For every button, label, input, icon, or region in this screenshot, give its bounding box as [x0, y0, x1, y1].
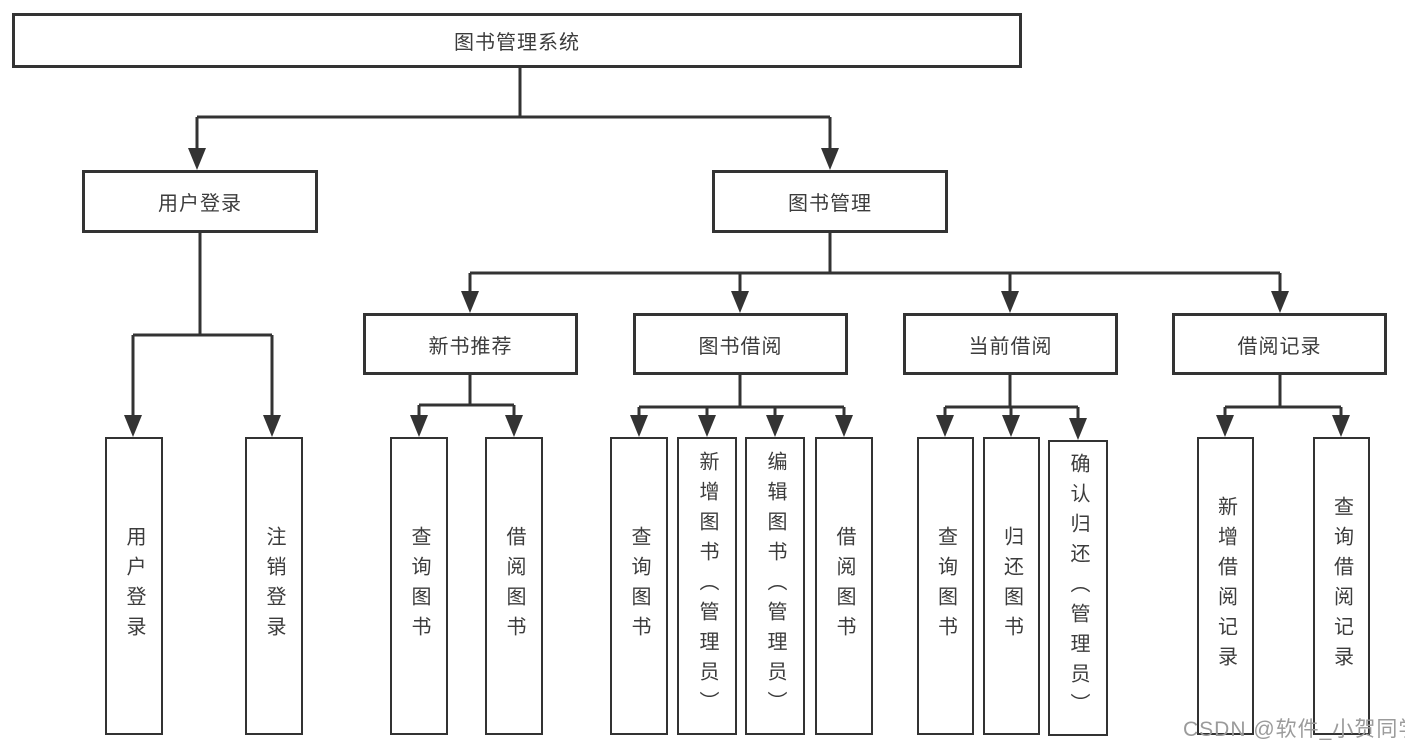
arrowhead-icon — [1271, 291, 1289, 313]
arrowhead-icon — [731, 291, 749, 313]
leaf-node-search-books-current: 查询图书 — [917, 437, 974, 735]
leaf-node-confirm-return-admin: 确认归还（管理员） — [1048, 440, 1108, 736]
arrowhead-icon — [630, 415, 648, 437]
arrowhead-icon — [1001, 291, 1019, 313]
node-user-login: 用户登录 — [82, 170, 318, 233]
leaf-label: 归还图书 — [1000, 526, 1023, 646]
leaf-node-edit-books-admin: 编辑图书（管理员） — [745, 437, 805, 735]
leaf-label: 确认归还（管理员） — [1067, 453, 1089, 723]
arrowhead-icon — [1332, 415, 1350, 437]
leaf-label: 编辑图书（管理员） — [764, 451, 786, 721]
arrowhead-icon — [461, 291, 479, 313]
arrowhead-icon — [124, 415, 142, 437]
leaf-label: 查询图书 — [408, 526, 430, 646]
leaf-node-borrow-books-borrowing: 借阅图书 — [815, 437, 873, 735]
leaf-label: 借阅图书 — [503, 526, 525, 646]
node-new-book-recommend: 新书推荐 — [363, 313, 578, 375]
leaf-label: 注销登录 — [263, 526, 285, 646]
arrowhead-icon — [1002, 415, 1020, 437]
node-book-management: 图书管理 — [712, 170, 948, 233]
leaf-node-borrow-books-recommend: 借阅图书 — [485, 437, 543, 735]
node-current-borrowing: 当前借阅 — [903, 313, 1118, 375]
arrowhead-icon — [698, 415, 716, 437]
node-library-management-system: 图书管理系统 — [12, 13, 1022, 68]
node-book-borrowing: 图书借阅 — [633, 313, 848, 375]
arrowhead-icon — [410, 415, 428, 437]
watermark: CSDN @软件_小贺同学 — [1183, 718, 1405, 741]
leaf-node-search-books-borrowing: 查询图书 — [610, 437, 668, 735]
leaf-node-search-borrow-record: 查询借阅记录 — [1313, 437, 1370, 735]
node-borrow-records: 借阅记录 — [1172, 313, 1387, 375]
arrowhead-icon — [821, 148, 839, 170]
leaf-node-search-books-recommend: 查询图书 — [390, 437, 448, 735]
leaf-label: 用户登录 — [123, 526, 145, 646]
leaf-node-add-books-admin: 新增图书（管理员） — [677, 437, 737, 735]
arrowhead-icon — [766, 415, 784, 437]
leaf-node-logout: 注销登录 — [245, 437, 303, 735]
arrowhead-icon — [835, 415, 853, 437]
arrowhead-icon — [936, 415, 954, 437]
leaf-node-return-books: 归还图书 — [983, 437, 1040, 735]
leaf-label: 新增图书（管理员） — [696, 451, 718, 721]
leaf-node-add-borrow-record: 新增借阅记录 — [1197, 437, 1254, 735]
leaf-label: 查询借阅记录 — [1330, 496, 1353, 676]
leaf-label: 借阅图书 — [833, 526, 855, 646]
leaf-label: 查询图书 — [934, 526, 957, 646]
leaf-label: 查询图书 — [628, 526, 650, 646]
leaf-label: 新增借阅记录 — [1214, 496, 1237, 676]
arrowhead-icon — [1216, 415, 1234, 437]
leaf-node-user-login: 用户登录 — [105, 437, 163, 735]
arrowhead-icon — [505, 415, 523, 437]
arrowhead-icon — [263, 415, 281, 437]
arrowhead-icon — [1069, 418, 1087, 440]
arrowhead-icon — [188, 148, 206, 170]
